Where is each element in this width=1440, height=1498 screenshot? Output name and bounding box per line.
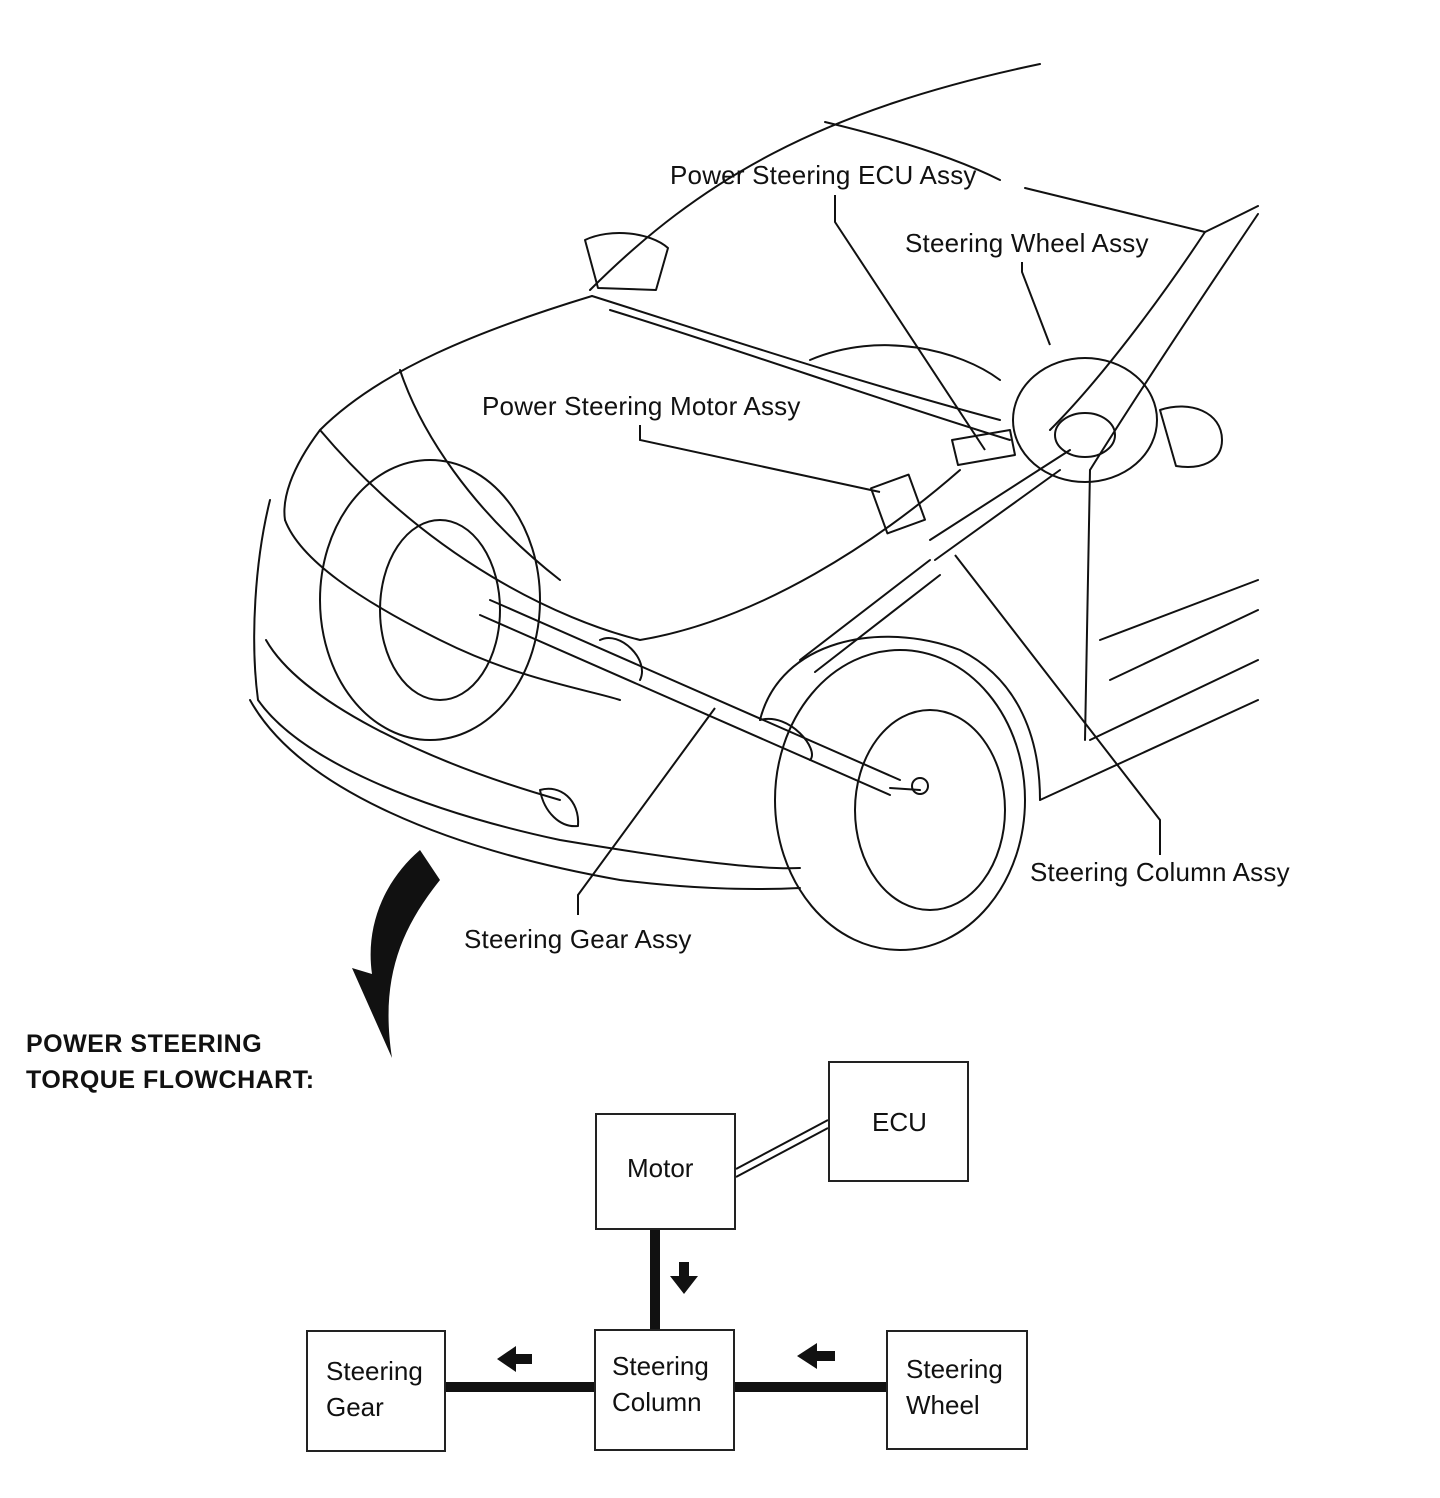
heading-line-1: POWER STEERING (26, 1030, 263, 1058)
cowl-2 (609, 309, 1011, 441)
node-gear-line-1: Steering (326, 1356, 423, 1386)
node-wheel-line-1: Steering (906, 1354, 1003, 1384)
node-ecu: ECU (828, 1061, 969, 1182)
motor-body (869, 473, 927, 535)
node-motor-label: Motor (627, 1153, 694, 1183)
left-mirror (584, 232, 669, 291)
boot-left (599, 637, 643, 681)
ball-joint (911, 777, 929, 795)
label-steering-wheel-assy: Steering Wheel Assy (905, 228, 1149, 258)
node-column-line-2: Column (612, 1387, 702, 1417)
bumper-lower (249, 699, 801, 891)
node-column-line-1: Steering (612, 1351, 709, 1381)
side-trim-2 (1099, 579, 1259, 641)
right-mirror (1159, 405, 1223, 468)
arrow-down-icon (670, 1262, 698, 1294)
door-line (1039, 699, 1259, 801)
node-wheel-line-2: Wheel (906, 1390, 980, 1420)
right-wheel-inner (854, 709, 1006, 911)
bumper-top (284, 519, 621, 701)
intermediate-shaft (799, 559, 931, 661)
left-wheel-outer (319, 459, 541, 741)
ecu-box (951, 429, 1016, 466)
label-ecu-assy: Power Steering ECU Assy (670, 160, 977, 190)
label-steering-column-assy: Steering Column Assy (1030, 857, 1290, 887)
leader-wheel (1021, 262, 1051, 346)
node-ecu-label: ECU (872, 1107, 927, 1137)
node-gear-line-2: Gear (326, 1392, 384, 1422)
label-steering-gear-assy: Steering Gear Assy (464, 924, 692, 954)
a-pillar-2 (1089, 213, 1259, 471)
steering-column-body-2 (934, 469, 1061, 561)
connector-ecu-motor-b (735, 1127, 829, 1178)
heading-line-2: TORQUE FLOWCHART: (26, 1066, 315, 1094)
roof-line (589, 63, 1041, 291)
fender-arch (759, 635, 1041, 801)
right-wheel-outer (774, 649, 1026, 951)
node-steering-wheel: Steering Wheel (886, 1330, 1028, 1450)
rocker (1089, 659, 1259, 741)
foglight (539, 787, 580, 828)
dash (809, 344, 1001, 381)
side-trim (1109, 609, 1259, 681)
hood-line (319, 429, 961, 641)
intermediate-shaft-2 (814, 574, 941, 673)
node-steering-column: Steering Column (594, 1329, 735, 1451)
rack-lower (479, 614, 891, 796)
left-wheel-inner (379, 519, 501, 701)
hood-edge (283, 295, 593, 521)
leader-column (954, 554, 1161, 855)
arrow-left-icon-column-to-gear (497, 1346, 532, 1372)
boot-right (759, 717, 813, 761)
a-pillar-low (1084, 469, 1091, 741)
connector-ecu-motor-a (735, 1119, 829, 1170)
windshield-right (1024, 187, 1259, 233)
rack-upper (489, 599, 901, 781)
curved-arrow-icon (352, 850, 440, 1058)
roof-inner (824, 121, 1001, 181)
flowchart-heading: POWER STEERING TORQUE FLOWCHART: (26, 1026, 315, 1098)
leader-motor (639, 425, 881, 493)
steering-wheel (1012, 357, 1158, 483)
a-pillar (1049, 231, 1206, 431)
cowl (591, 295, 1001, 421)
steering-column-body (929, 449, 1071, 541)
leader-gear (577, 707, 716, 915)
label-motor-assy: Power Steering Motor Assy (482, 391, 801, 421)
tie-rod-end (889, 787, 921, 791)
bumper-front (253, 499, 801, 870)
arrow-left-icon-wheel-to-column (797, 1343, 835, 1369)
leader-ecu (834, 195, 986, 451)
steering-wheel-hub (1054, 412, 1116, 458)
hood-crease (399, 369, 561, 581)
node-motor: Motor (595, 1113, 736, 1230)
node-steering-gear: Steering Gear (306, 1330, 446, 1452)
grille (265, 639, 561, 801)
